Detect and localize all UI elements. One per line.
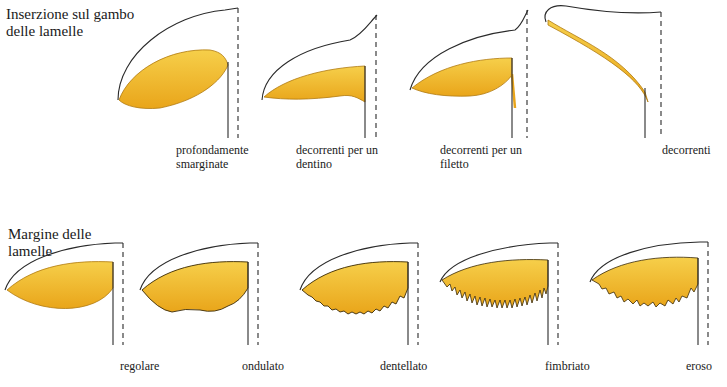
margin-label: regolare [120, 360, 190, 374]
margin-label: dentellato [380, 360, 450, 374]
margin-label: ondulato [242, 360, 312, 374]
insertion-label: decorrenti per un filetto [440, 144, 548, 172]
section-heading: Margine delle lamelle [8, 226, 108, 261]
margin-label: fimbriato [545, 360, 615, 374]
insertion-label: profondamente smarginate [176, 144, 271, 172]
gill-insertion-figures [118, 6, 661, 138]
section-heading: Inserzione sul gambo delle lamelle [6, 6, 156, 41]
gill-margin-figures [5, 242, 708, 345]
insertion-label: decorrenti per un dentino [296, 144, 408, 172]
insertion-label: decorrenti [662, 144, 722, 158]
margin-label: eroso [686, 360, 722, 374]
